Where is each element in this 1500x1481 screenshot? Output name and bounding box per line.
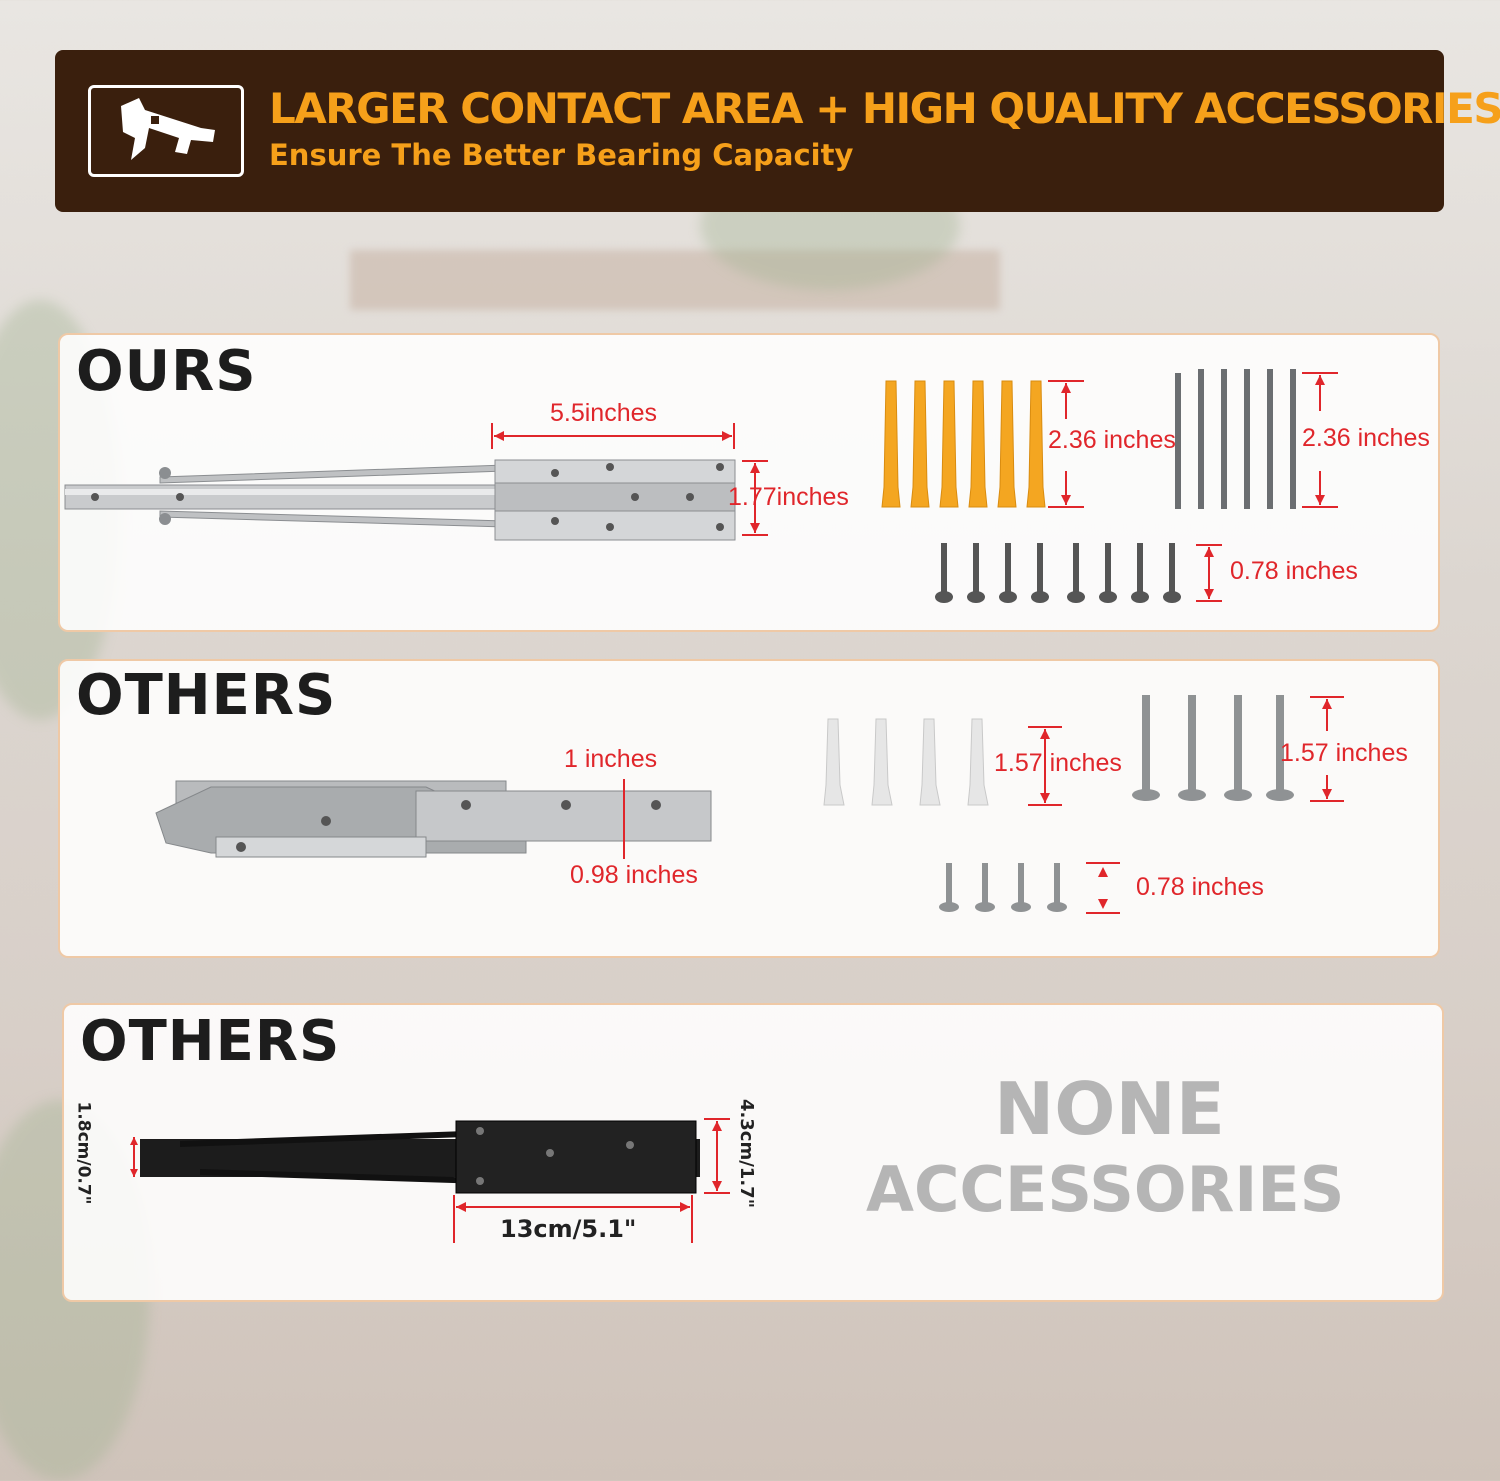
screw-arrow	[1196, 544, 1222, 602]
height-arrow	[742, 460, 768, 536]
short-screws	[935, 543, 1181, 603]
banner-subtitle: Ensure The Better Bearing Capacity	[269, 138, 854, 172]
long-screws	[1132, 695, 1294, 801]
plastic-anchors	[823, 718, 989, 806]
length-label: 13cm/5.1"	[500, 1215, 637, 1243]
banner-title: LARGER CONTACT AREA + HIGH QUALITY ACCES…	[269, 84, 1500, 133]
anchor-arrow	[1048, 380, 1084, 508]
nail-arrow	[1302, 372, 1338, 508]
nail-length-label: 2.36 inches	[1302, 424, 1430, 452]
short-screw-length-label: 0.78 inches	[1136, 873, 1264, 901]
weak-bracket	[155, 780, 712, 858]
length-arrow	[453, 1195, 693, 1243]
panel-title: OURS	[76, 339, 257, 404]
wall-anchors	[881, 380, 1046, 508]
anchor-length-label: 1.57 inches	[994, 749, 1122, 777]
panel-title: OTHERS	[76, 663, 337, 728]
panel-title: OTHERS	[80, 1009, 341, 1074]
background-shelf	[350, 250, 1000, 310]
left-height-arrow	[130, 1137, 138, 1177]
panel-ours: OURS 5.5inches 1.77inches	[58, 333, 1440, 632]
steel-bracket	[64, 459, 736, 541]
header-banner: LARGER CONTACT AREA + HIGH QUALITY ACCES…	[55, 50, 1500, 212]
left-height-label: 1.8cm/0.7"	[73, 1101, 94, 1205]
panel-others-1: OTHERS 1 inches 0.98 inches 1.57 inches	[58, 659, 1440, 958]
none-label: NONE	[994, 1067, 1225, 1151]
screw-length-label: 0.78 inches	[1230, 557, 1358, 585]
right-height-arrow	[704, 1118, 730, 1194]
long-nails	[1175, 369, 1296, 509]
short-screws	[939, 863, 1067, 912]
bracket-height-label: 1.77inches	[728, 483, 849, 511]
black-bracket	[140, 1120, 700, 1194]
bracket-length-label: 5.5inches	[550, 399, 658, 427]
right-height-label: 4.3cm/1.7"	[736, 1098, 758, 1209]
panel-others-2: OTHERS 1.8cm/0.7" 4.3cm/1.7" 13cm/5.1" N…	[62, 1003, 1444, 1302]
anchor-length-label: 2.36 inches	[1048, 426, 1176, 454]
bracket-width-top-label: 1 inches	[564, 745, 658, 773]
anchor-arrow	[1028, 726, 1062, 806]
caliper-icon	[88, 85, 244, 177]
width-marker	[623, 779, 625, 859]
accessories-label: ACCESSORIES	[866, 1153, 1345, 1226]
short-screw-arrow	[1086, 862, 1120, 914]
long-screw-length-label: 1.57 inches	[1280, 739, 1408, 767]
length-arrow	[491, 423, 735, 449]
bracket-width-bottom-label: 0.98 inches	[570, 861, 698, 889]
screw-arrow	[1310, 696, 1344, 802]
